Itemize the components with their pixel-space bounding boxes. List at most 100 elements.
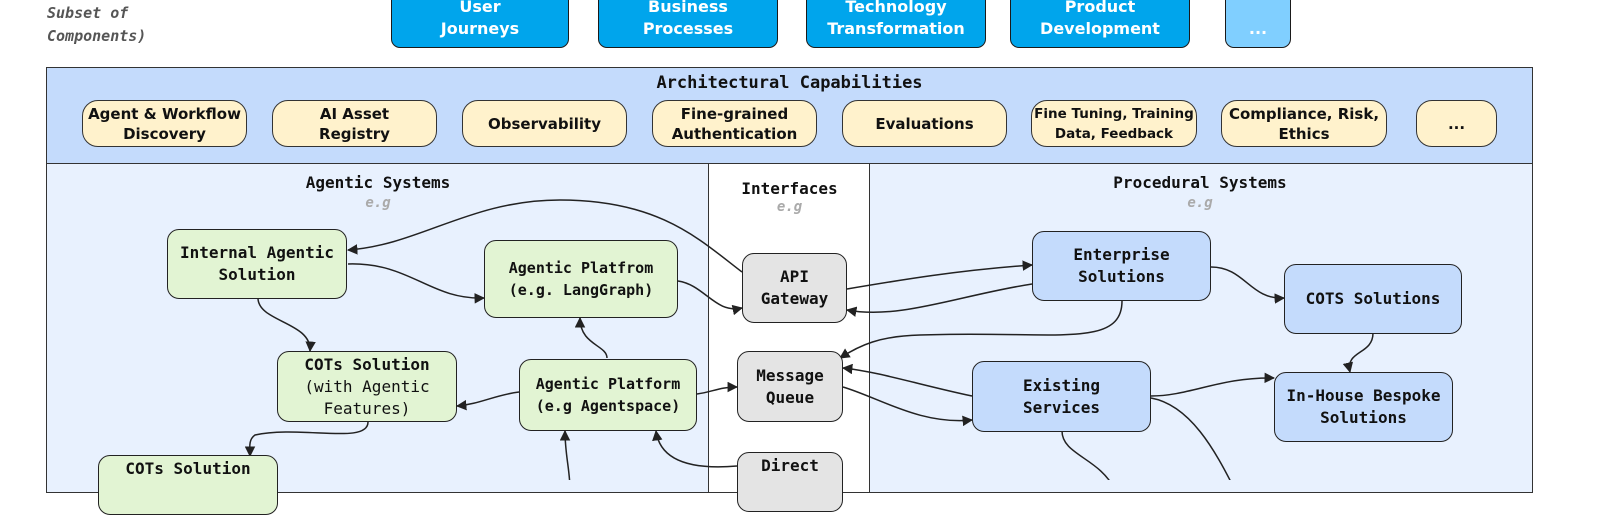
top-box-line-2: Development: [1040, 19, 1160, 38]
procedural-systems-eg: e.g: [1187, 195, 1213, 211]
interfaces-eg: e.g: [776, 199, 803, 215]
caption-line-1: Subset of: [47, 4, 129, 22]
capabilities-title: Architectural Capabilities: [656, 73, 923, 93]
node-agentic-platform-agentspace: Agentic Platform (e.g Agentspace): [519, 359, 697, 431]
agentic-systems-eg: e.g: [365, 195, 391, 211]
node-line-2: (with Agentic: [304, 376, 430, 396]
node-line-1: Existing: [1022, 375, 1101, 395]
node-existing-services: Existing Services: [972, 361, 1151, 432]
top-box-more: ...: [1225, 0, 1291, 48]
capability-line-1: Compliance, Risk,: [1228, 104, 1380, 123]
node-line-1: COTs Solution: [304, 354, 430, 374]
arrow-existing-to-inhouse: [1150, 372, 1276, 397]
node-internal-agentic-solution: Internal Agentic Solution: [167, 229, 347, 299]
node-line-2: Solutions: [1320, 408, 1407, 427]
diagram-caption: Subset of Components): [47, 2, 227, 48]
capability-observability: Observability: [462, 100, 627, 147]
capability-line-1: Fine Tuning, Training: [1034, 105, 1194, 122]
node-line-1: Agentic Platform: [535, 375, 681, 393]
arrow-existing-down-1: [1061, 430, 1110, 480]
arrow-cots-to-inhouse: [1342, 332, 1374, 374]
node-line-2: Solutions: [1078, 267, 1165, 286]
capability-line-2: Authentication: [671, 124, 798, 143]
node-line-2: Gateway: [760, 289, 829, 308]
connector-arrows: [244, 199, 1374, 480]
node-line-1: Agentic Platfrom: [508, 259, 654, 277]
capability-line-1: AI Asset: [319, 104, 390, 123]
top-box-line-2: Processes: [642, 19, 734, 38]
top-box-line-1: Business: [648, 0, 728, 16]
node-line-1: Internal Agentic: [179, 243, 335, 262]
node-cots-solutions: COTS Solutions: [1284, 264, 1462, 334]
capability-evaluations: Evaluations: [842, 100, 1007, 147]
node-line-3: Features): [323, 398, 411, 418]
arrow-api-to-internal: [346, 199, 743, 273]
node-line-1: COTS Solutions: [1305, 289, 1441, 308]
arrow-mq-to-existing: [842, 386, 974, 427]
capability-line-1: Fine-grained: [680, 104, 789, 123]
node-line-1: Direct: [761, 456, 819, 475]
capability-line-2: Ethics: [1278, 124, 1330, 143]
arrow-enterprise-to-api: [845, 283, 1033, 317]
capability-line-2: Registry: [319, 124, 390, 143]
node-line-2: Queue: [765, 387, 815, 407]
node-line-2: (e.g. LangGraph): [508, 281, 654, 299]
top-box-line-2: ...: [1248, 19, 1268, 38]
top-box-line-1: Product: [1064, 0, 1136, 16]
procedural-systems-title: Procedural Systems: [1113, 173, 1287, 192]
capability-line-1: ...: [1447, 114, 1466, 133]
arrow-agentspace-to-cots-agentic: [455, 391, 520, 411]
node-line-2: Solution: [218, 265, 296, 284]
arrow-internal-to-cots-agentic: [257, 297, 316, 353]
node-line-2: Services: [1022, 397, 1101, 417]
agentic-systems-title: Agentic Systems: [305, 173, 451, 192]
capability-line-2: Discovery: [123, 124, 206, 143]
top-box-line-1: User: [459, 0, 501, 16]
node-line-1: In-House Bespoke: [1286, 386, 1441, 405]
top-box-line-2: Journeys: [440, 19, 520, 38]
node-line-1: COTs Solution: [125, 459, 251, 478]
capability-more: ...: [1416, 100, 1497, 147]
interfaces-title: Interfaces: [741, 179, 838, 198]
arrow-api-to-enterprise: [846, 260, 1034, 290]
arrow-enterprise-to-cots: [1210, 266, 1286, 304]
node-api-gateway: API Gateway: [742, 253, 847, 323]
capability-compliance-risk-ethics: Compliance, Risk,Ethics: [1221, 100, 1387, 147]
agentic-systems-region: [46, 163, 710, 493]
capability-line-1: Observability: [488, 114, 601, 133]
node-cots-solution-agentic-features: COTs Solution (with Agentic Features): [277, 351, 457, 422]
interfaces-region: [708, 163, 871, 493]
arrow-existing-to-mq: [841, 363, 973, 397]
capability-line-1: Agent & Workflow: [88, 104, 241, 123]
arrow-internal-to-langgraph: [347, 263, 486, 304]
top-box-line-2: Transformation: [827, 19, 965, 38]
top-box-line-1: Technology: [845, 0, 947, 16]
arrow-existing-down-2: [1150, 397, 1231, 480]
node-in-house-bespoke-solutions: In-House Bespoke Solutions: [1274, 372, 1453, 442]
arrow-enterprise-to-mq: [839, 300, 1123, 359]
node-message-queue: Message Queue: [737, 351, 843, 422]
arrow-direct-to-agentspace: [652, 429, 738, 468]
capability-line-2: Data, Feedback: [1054, 125, 1174, 142]
capability-line-1: Evaluations: [875, 114, 974, 133]
arrow-langgraph-to-api: [677, 280, 744, 316]
caption-line-2: Components): [47, 27, 147, 45]
node-agentic-platform-langgraph: Agentic Platfrom (e.g. LangGraph): [484, 240, 678, 318]
arrow-cots-agentic-to-cots-bottom: [244, 421, 369, 458]
arrow-up-to-agentspace: [559, 429, 571, 480]
arrow-agentspace-to-mq: [696, 381, 739, 395]
node-line-1: Enterprise: [1073, 245, 1170, 264]
node-cots-solution-bottom: COTs Solution: [98, 455, 278, 515]
node-enterprise-solutions: Enterprise Solutions: [1032, 231, 1211, 301]
arrow-agentspace-to-langgraph: [574, 316, 608, 359]
node-line-1: API: [780, 267, 809, 286]
node-line-1: Message: [756, 365, 824, 385]
